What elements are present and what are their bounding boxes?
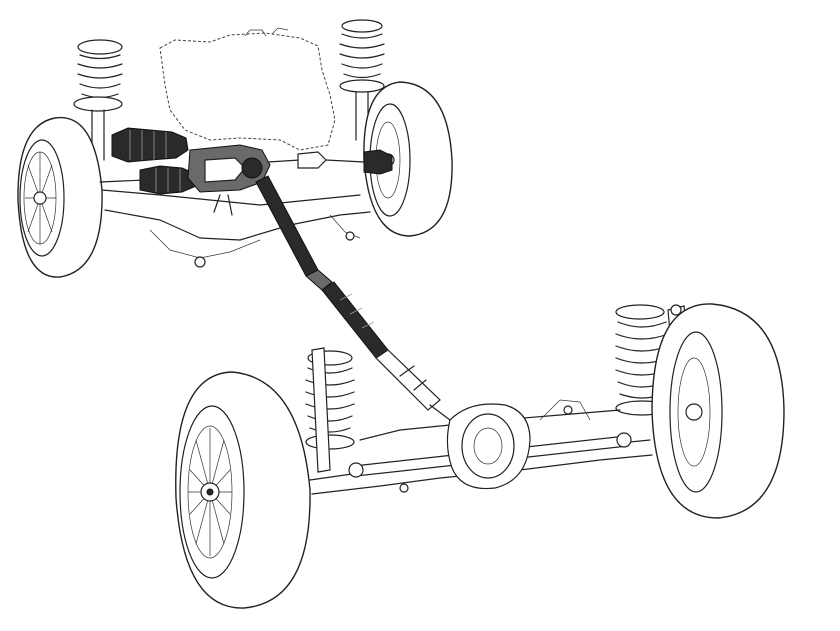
front-left-half-shaft	[99, 127, 197, 195]
rear-differential	[399, 399, 591, 493]
front-right-half-shaft	[267, 149, 393, 175]
front-right-coil-spring	[339, 19, 385, 141]
front-left-coil-spring	[73, 39, 123, 161]
rear-right-wheel	[651, 303, 785, 519]
rear-left-wheel-spokes	[188, 428, 232, 556]
front-subframe	[101, 189, 371, 268]
engine-outline	[159, 27, 336, 151]
propeller-shaft	[255, 175, 441, 411]
transfer-case	[187, 144, 271, 216]
rear-left-wheel	[175, 371, 311, 609]
front-left-wheel	[17, 116, 103, 278]
front-left-wheel-spokes	[25, 152, 56, 244]
rear-left-coil-spring	[305, 347, 355, 473]
